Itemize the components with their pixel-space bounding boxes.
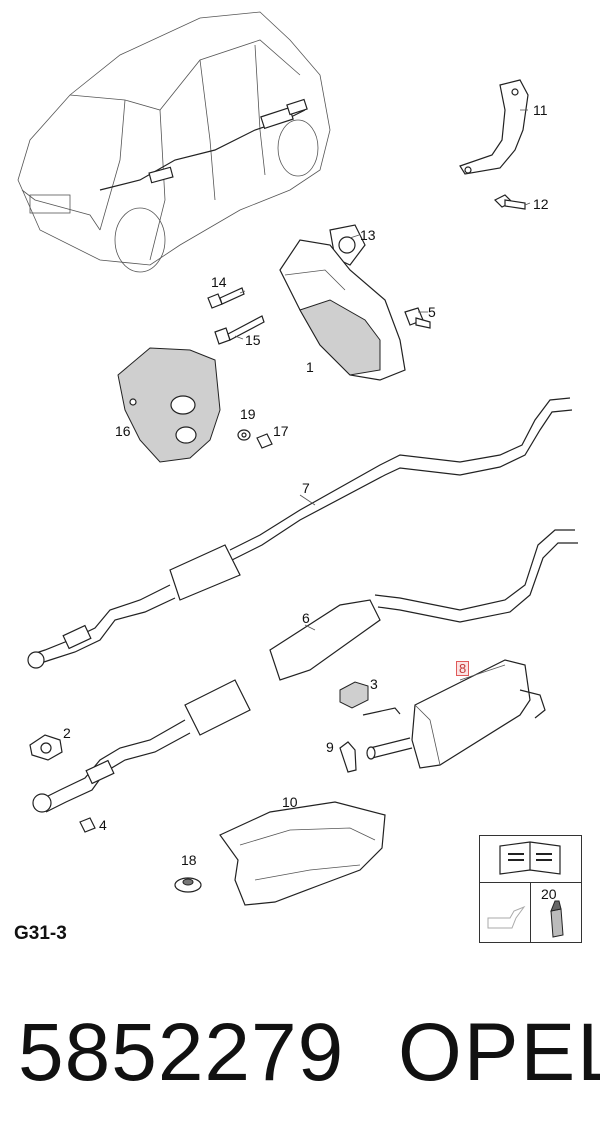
brand-name: OPEL [398, 1007, 600, 1098]
callout-9: 9 [326, 739, 334, 755]
screw-part-5 [404, 307, 431, 329]
stud-part-15 [214, 315, 265, 345]
oil-can-icon [487, 905, 526, 929]
nut-part-4 [79, 817, 96, 833]
part-number: 5852279 [18, 1007, 345, 1098]
callout-11: 11 [533, 102, 548, 118]
rear-muffler-part [362, 659, 546, 769]
callout-2: 2 [63, 725, 71, 741]
flange-part [29, 734, 63, 761]
callout-17: 17 [273, 423, 289, 439]
exhaust-pipe-part-6 [32, 529, 578, 813]
clip-part [174, 877, 202, 893]
underbody-heat-shield-part [219, 801, 386, 906]
leader-lines [234, 109, 531, 681]
book-wrench-icon [499, 841, 561, 875]
legend-sealant-cell [531, 883, 581, 942]
bolt-part [493, 194, 526, 210]
callout-10: 10 [282, 794, 298, 810]
callout-18: 18 [181, 852, 197, 868]
legend-label-20: 20 [541, 886, 557, 902]
exhaust-parts-diagram: 11 12 13 14 5 15 1 19 17 16 7 6 8 3 2 9 … [14, 11, 582, 944]
car-illustration [17, 11, 331, 273]
legend-oil-cell [480, 883, 531, 942]
diagram-code: G31-3 [14, 923, 67, 944]
diagram-drawing [17, 11, 578, 906]
callout-1: 1 [306, 359, 314, 375]
sealant-tube-icon [550, 900, 564, 938]
callout-13: 13 [360, 227, 376, 243]
callout-5: 5 [428, 304, 436, 320]
catalytic-converter-part [279, 239, 406, 381]
callout-14: 14 [211, 274, 227, 290]
clamp-part [339, 741, 357, 773]
bracket-part [459, 79, 529, 175]
stud-part-14 [207, 287, 245, 309]
callout-12: 12 [533, 196, 549, 212]
callout-7: 7 [302, 480, 310, 496]
rubber-hanger-part [339, 681, 369, 709]
callout-4: 4 [99, 817, 107, 833]
callout-16: 16 [115, 423, 131, 439]
legend-manual-row [480, 836, 581, 883]
callout-3: 3 [370, 676, 378, 692]
callout-15: 15 [245, 332, 261, 348]
exhaust-system-part-7 [27, 397, 573, 669]
washer-part [237, 429, 251, 441]
heat-shield-part [117, 347, 221, 463]
callout-8-highlighted: 8 [456, 661, 470, 676]
callout-19: 19 [240, 406, 256, 422]
legend-box [479, 835, 582, 943]
callout-6: 6 [302, 610, 310, 626]
nut-part-17 [256, 433, 273, 449]
